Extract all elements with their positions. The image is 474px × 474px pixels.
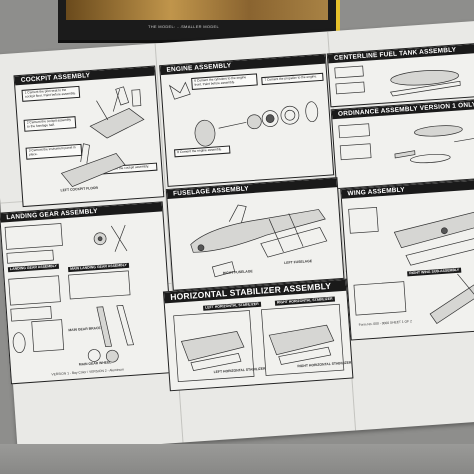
fuel-tank-drawing xyxy=(334,65,461,97)
centerline-fuel-tank-panel: CENTERLINE FUEL TANK ASSEMBLY xyxy=(326,42,474,108)
landing-gear-assembly-panel: LANDING GEAR ASSEMBLY LANDING GEAR ASSEM… xyxy=(0,201,175,385)
instruction-paper: COCKPIT ASSEMBLY 1 Cement the pilot seat… xyxy=(0,19,474,455)
ordnance-parts-drawing xyxy=(338,123,474,164)
cockpit-parts-drawing xyxy=(60,86,145,187)
box-fine-print: THE MODEL: ...SMALLER MODEL xyxy=(148,24,220,29)
wing-assembly-panel: WING ASSEMBLY RIGHT WING SUB-ASSEMBLY Fo… xyxy=(340,178,474,341)
fuselage-assembly-panel: FUSELAGE ASSEMBLY RIGHT FUSELAGE LEFT FU… xyxy=(165,177,345,291)
horizontal-stabilizer-panel: HORIZONTAL STABILIZER ASSEMBLY LEFT HORI… xyxy=(162,278,354,392)
engine-parts-drawing xyxy=(168,81,319,147)
fuselage-drawing xyxy=(190,204,328,278)
box-edge-stripe xyxy=(336,0,340,40)
cockpit-assembly-panel: COCKPIT ASSEMBLY 1 Cement the pilot seat… xyxy=(13,65,165,208)
stabilizer-drawing xyxy=(173,303,345,383)
wing-drawing xyxy=(348,207,474,324)
ordnance-assembly-panel: ORDINANCE ASSEMBLY VERSION 1 ONLY xyxy=(330,98,474,190)
box-art xyxy=(66,0,328,20)
table-surface xyxy=(0,444,474,474)
engine-assembly-panel: ENGINE ASSEMBLY 6 Cement the cylinders t… xyxy=(159,53,335,187)
landing-gear-drawing xyxy=(4,223,135,363)
